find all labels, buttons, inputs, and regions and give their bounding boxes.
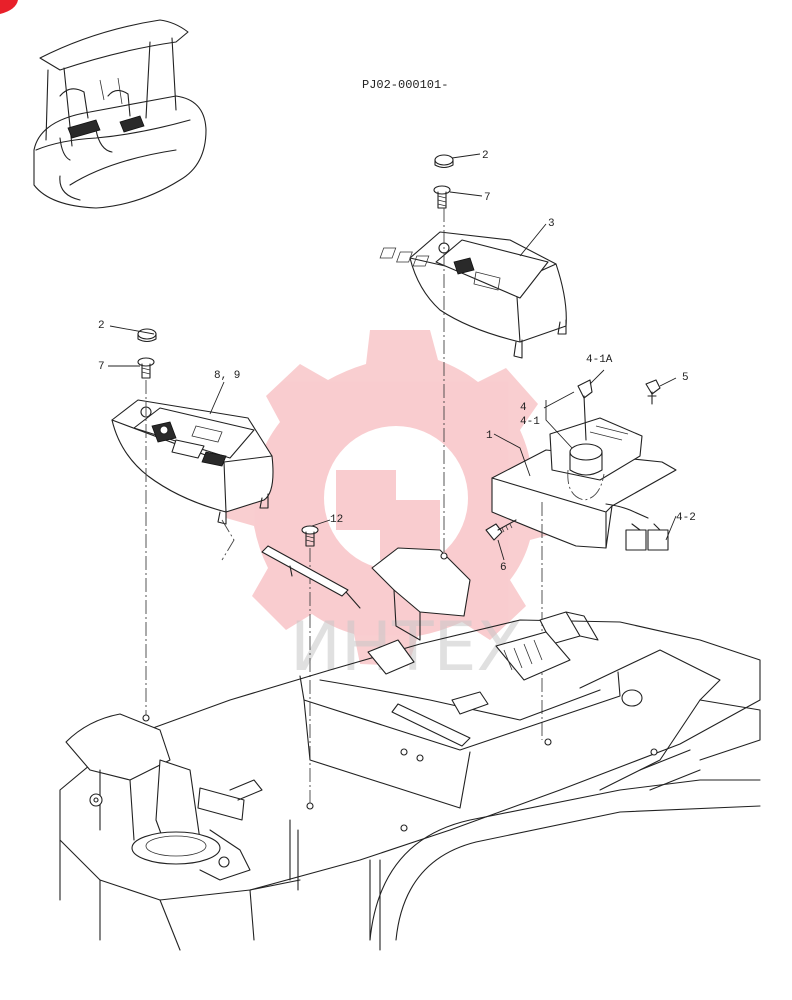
callout-7-left: 7 bbox=[98, 361, 105, 373]
excavator-cab-icon bbox=[33, 19, 207, 209]
right-control-box bbox=[379, 231, 567, 359]
left-control-box bbox=[111, 399, 274, 525]
callout-4-1a: 4-1A bbox=[586, 354, 613, 366]
floor-structure bbox=[59, 545, 761, 951]
callout-leaders bbox=[108, 153, 677, 561]
callout-7-right: 7 bbox=[484, 192, 491, 204]
callout-12: 12 bbox=[330, 514, 343, 526]
callout-4-1: 4-1 bbox=[520, 416, 540, 428]
bolt-7-right bbox=[433, 185, 451, 209]
callout-5: 5 bbox=[682, 372, 689, 384]
callout-2-right: 2 bbox=[482, 150, 489, 162]
callout-6: 6 bbox=[500, 562, 507, 574]
corner-marker bbox=[0, 0, 18, 14]
cap-2-right bbox=[434, 154, 454, 169]
callout-8-9: 8, 9 bbox=[214, 370, 240, 382]
bolt-12 bbox=[301, 525, 319, 547]
bolt-6 bbox=[485, 519, 517, 541]
callout-3: 3 bbox=[548, 218, 555, 230]
callout-2-left: 2 bbox=[98, 320, 105, 332]
cap-2-left bbox=[137, 328, 157, 343]
callout-4: 4 bbox=[520, 402, 527, 414]
bracket-assembly bbox=[491, 379, 677, 551]
callout-labels: 2 7 3 2 7 8, 9 4-1A 5 4 4-1 1 4-2 12 6 bbox=[98, 150, 696, 574]
bolt-7-left bbox=[137, 357, 155, 379]
drawing-code: PJ02-000101- bbox=[362, 78, 448, 92]
callout-4-2: 4-2 bbox=[676, 512, 696, 524]
callout-1: 1 bbox=[486, 430, 493, 442]
